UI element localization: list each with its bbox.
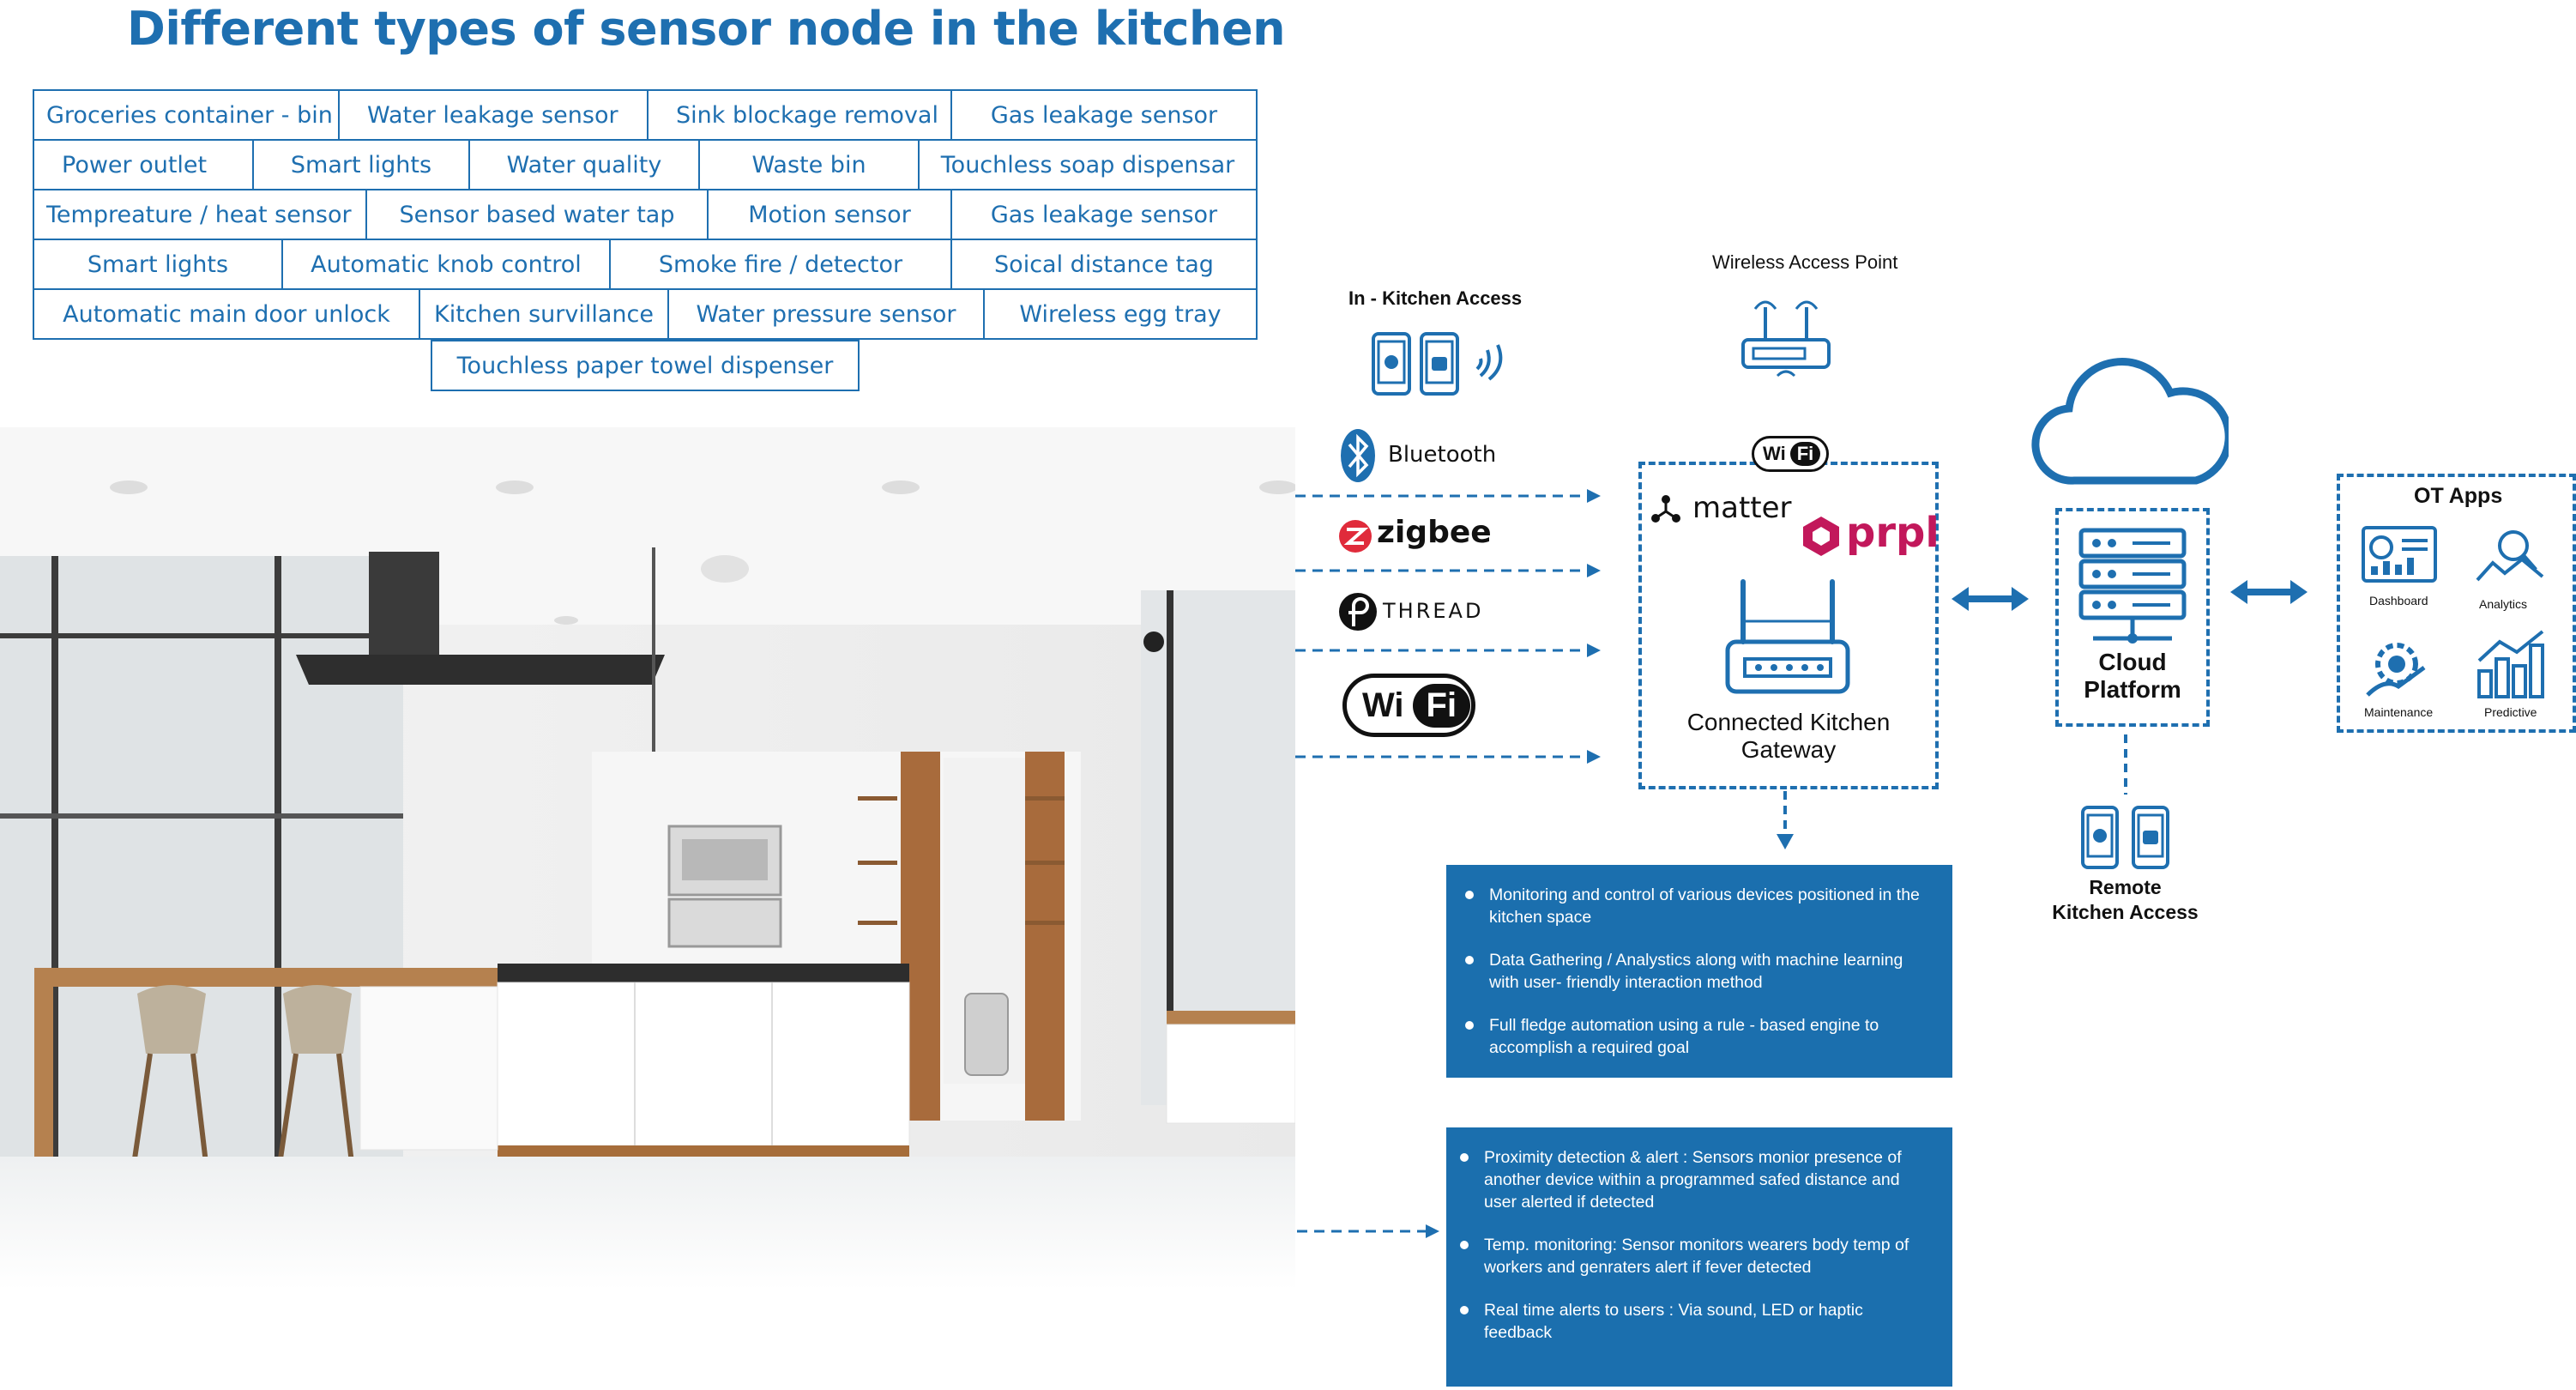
wearable-features-box: Proximity detection & alert : Sensors mo…	[1446, 1127, 1952, 1387]
zigbee-icon	[1339, 520, 1372, 553]
ot-app-label: Maintenance	[2364, 705, 2434, 719]
remote-phone-icon	[2081, 806, 2119, 869]
feature-item: Monitoring and control of various device…	[1465, 884, 1928, 928]
remote-label-line1: Remote	[2089, 876, 2162, 898]
dashboard-icon	[2362, 526, 2437, 583]
sensor-cell: Smoke fire / detector	[609, 239, 952, 290]
gateway-down-arrow	[1777, 791, 1794, 849]
gateway-label-line2: Gateway	[1740, 736, 1837, 763]
sensor-cell: Tempreature / heat sensor	[33, 189, 367, 240]
android-phone-icon	[1420, 332, 1459, 396]
feature-item: Data Gathering / Analystics along with m…	[1465, 949, 1928, 994]
feature-item: Proximity detection & alert : Sensors mo…	[1460, 1146, 1928, 1213]
sensor-cell: Motion sensor	[707, 189, 952, 240]
page-title: Different types of sensor node in the ki…	[127, 2, 1286, 56]
zigbee-label: zigbee	[1377, 515, 1492, 550]
sensor-cell: Power outlet	[33, 139, 254, 190]
sensor-cell: Water quality	[468, 139, 700, 190]
sensor-cell: Water pressure sensor	[667, 288, 985, 340]
wireless-access-point-label: Wireless Access Point	[1712, 251, 1898, 273]
remote-access-label: Remote Kitchen Access	[2033, 875, 2217, 925]
ot-app-label: Analytics	[2479, 597, 2528, 611]
remote-android-icon	[2132, 806, 2169, 869]
sensor-cell: Automatic knob control	[281, 239, 611, 290]
photo-to-features-arrow	[1297, 1224, 1439, 1238]
cloud-icon	[2031, 358, 2229, 485]
remote-label-line2: Kitchen Access	[2052, 901, 2199, 923]
gateway-wifi-logo: Wi Fi	[1752, 436, 1829, 472]
sensor-cell: Sensor based water tap	[365, 189, 709, 240]
matter-label: matter	[1692, 491, 1792, 525]
signal-waves-icon	[1475, 344, 1503, 381]
sensor-cell: Kitchen survillance	[419, 288, 669, 340]
sensor-cell: Gas leakage sensor	[950, 89, 1258, 141]
cloud-label-line2: Platform	[2084, 676, 2181, 703]
sensor-cell: Soical distance tag	[950, 239, 1258, 290]
bluetooth-icon	[1341, 429, 1375, 482]
server-icon	[2078, 528, 2187, 644]
sensor-cell: Smart lights	[33, 239, 283, 290]
matter-icon	[1651, 495, 1680, 523]
maintenance-icon	[2366, 643, 2426, 697]
prpl-label: prpl	[1846, 509, 1940, 557]
sensor-cell: Water leakage sensor	[338, 89, 649, 141]
wifi-fi-text: Fi	[1412, 683, 1471, 728]
gateway-label: Connected Kitchen Gateway	[1656, 709, 1921, 764]
sensor-cell: Sink blockage removal	[647, 89, 952, 141]
sensor-cell: Groceries container - bin	[33, 89, 340, 141]
feature-item: Temp. monitoring: Sensor monitors wearer…	[1460, 1234, 1928, 1278]
gateway-wifi-fi: Fi	[1789, 442, 1821, 466]
feature-item: Real time alerts to users : Via sound, L…	[1460, 1299, 1928, 1344]
ot-apps-box	[2337, 474, 2576, 733]
phone-icon	[1372, 332, 1411, 396]
sensor-cell: Gas leakage sensor	[950, 189, 1258, 240]
cloud-otapps-arrow	[2230, 580, 2308, 604]
kitchen-illustration	[0, 427, 1295, 1290]
wifi-logo: Wi Fi	[1342, 674, 1475, 737]
ot-apps-title: OT Apps	[2414, 484, 2503, 508]
ot-app-label: Dashboard	[2369, 594, 2428, 607]
sensor-cell: Touchless paper towel dispenser	[431, 340, 860, 391]
analytics-icon	[2476, 530, 2544, 582]
gateway-cloud-arrow	[1952, 587, 2029, 611]
cloud-label-line1: Cloud	[2098, 649, 2167, 675]
thread-icon	[1339, 593, 1377, 631]
prpl-icon	[1803, 517, 1839, 556]
sensor-cell: Waste bin	[698, 139, 920, 190]
sensor-cell: Touchless soap dispensar	[918, 139, 1258, 190]
cloud-platform-box	[2055, 508, 2210, 727]
gateway-features-box: Monitoring and control of various device…	[1446, 865, 1952, 1078]
feature-item: Full fledge automation using a rule - ba…	[1465, 1014, 1928, 1059]
predictive-icon	[2477, 630, 2544, 698]
sensor-cell: Smart lights	[252, 139, 470, 190]
cloud-platform-label: Cloud Platform	[2055, 649, 2210, 704]
protocol-arrows	[1295, 489, 1601, 764]
sensor-cell: Automatic main door unlock	[33, 288, 420, 340]
thread-label: THREAD	[1383, 599, 1484, 623]
bluetooth-label: Bluetooth	[1388, 442, 1497, 468]
wifi-wi-text: Wi	[1362, 686, 1404, 724]
cloud-remote-connector	[2124, 734, 2127, 795]
router-icon	[1741, 300, 1831, 378]
in-kitchen-access-label: In - Kitchen Access	[1348, 287, 1523, 309]
gateway-router-icon	[1725, 579, 1850, 694]
ot-app-label: Predictive	[2484, 705, 2537, 719]
gateway-label-line1: Connected Kitchen	[1686, 709, 1891, 735]
gateway-wifi-wi: Wi	[1763, 443, 1786, 464]
sensor-cell: Wireless egg tray	[983, 288, 1258, 340]
